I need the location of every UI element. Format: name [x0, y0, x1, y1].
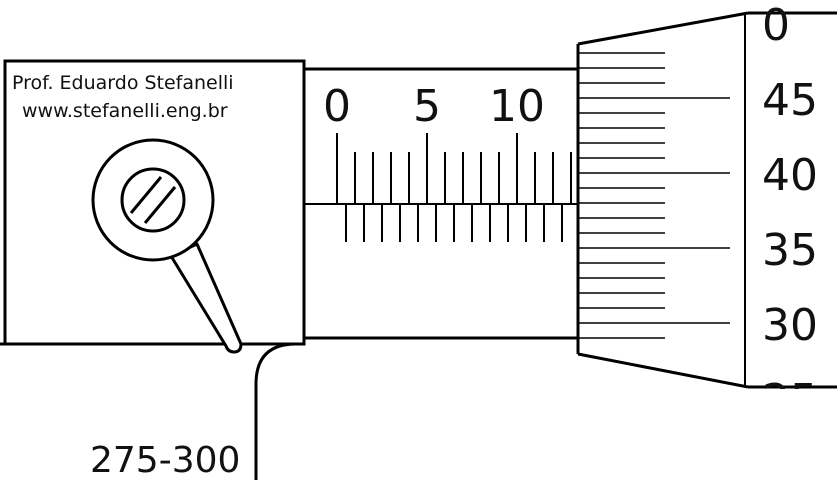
- lock-lever-icon: [91, 138, 243, 354]
- sleeve: 0 5 10: [304, 67, 578, 340]
- thimble-label-0: 0: [762, 0, 790, 51]
- thimble-label-45: 45: [762, 75, 818, 126]
- lock-box: Prof. Eduardo Stefanelli www.stefanelli.…: [3, 59, 306, 346]
- thimble-label-35: 35: [762, 225, 818, 276]
- thimble: 0 45 40 35 30 25: [576, 0, 837, 426]
- thimble-label-40: 40: [762, 150, 818, 201]
- author-credit: Prof. Eduardo Stefanelli: [12, 72, 234, 94]
- label-clip-cover: [740, 389, 837, 480]
- sleeve-label-0: 0: [323, 81, 351, 132]
- micrometer-frame: 275-300: [0, 342, 305, 481]
- thimble-label-30: 30: [762, 300, 818, 351]
- sleeve-label-5: 5: [413, 81, 441, 132]
- website-credit: www.stefanelli.eng.br: [22, 100, 228, 122]
- sleeve-label-10: 10: [489, 81, 545, 132]
- range-label: 275-300: [90, 440, 240, 480]
- sleeve-scale: [336, 133, 572, 242]
- thimble-scale: [578, 52, 730, 339]
